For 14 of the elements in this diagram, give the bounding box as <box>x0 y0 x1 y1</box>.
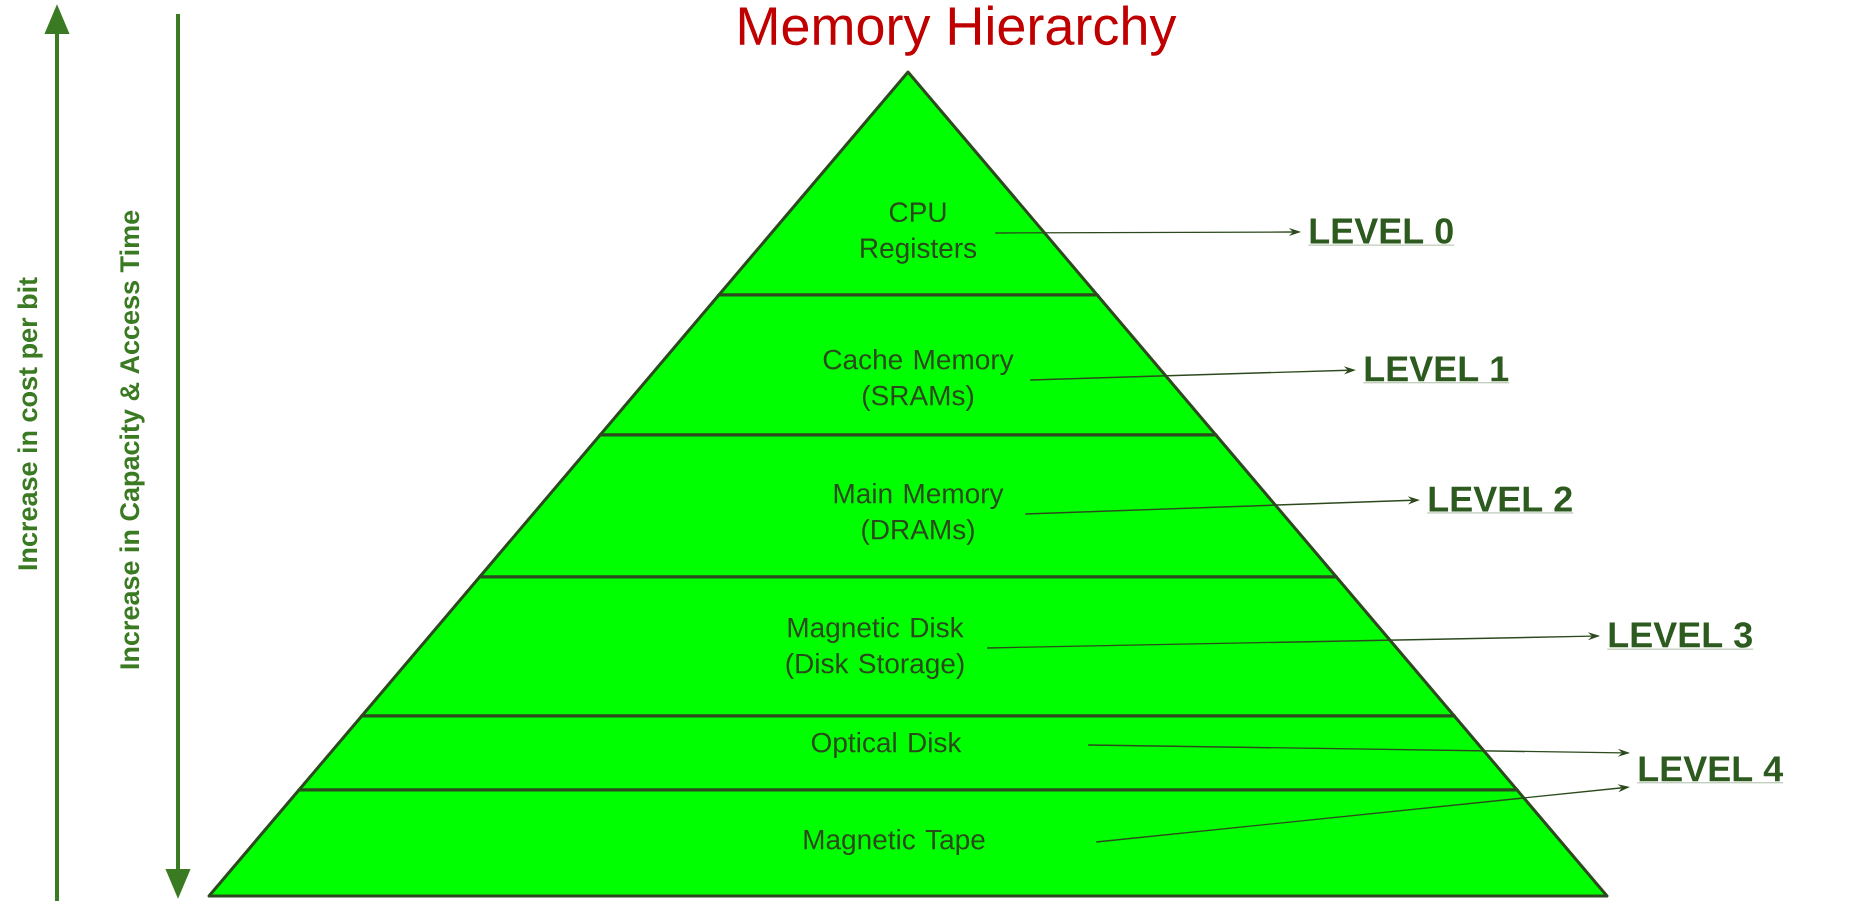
title: Memory Hierarchy <box>739 5 1177 56</box>
level-label: LEVEL 4 <box>1637 756 1784 783</box>
axis-label: Increase in Capacity & Access Time <box>119 210 145 669</box>
level-label: LEVEL 0 <box>1308 218 1455 246</box>
level-label: LEVEL 3 <box>1607 622 1754 650</box>
pyramid-level: Main Memory (DRAMs) <box>478 433 1338 579</box>
pyramid-level: CPU Registers <box>717 70 1099 297</box>
pyramid-level: Optical Disk <box>297 714 1519 792</box>
level-label: LEVEL 2 <box>1427 486 1574 514</box>
axis-label: Increase in cost per bit <box>17 277 43 570</box>
pyramid-level: Magnetic Disk (Disk Storage) <box>360 575 1456 718</box>
level-label: LEVEL 1 <box>1363 356 1510 383</box>
pyramid-level: Magnetic Tape <box>207 788 1609 898</box>
pyramid-level: Cache Memory (SRAMs) <box>598 293 1218 437</box>
